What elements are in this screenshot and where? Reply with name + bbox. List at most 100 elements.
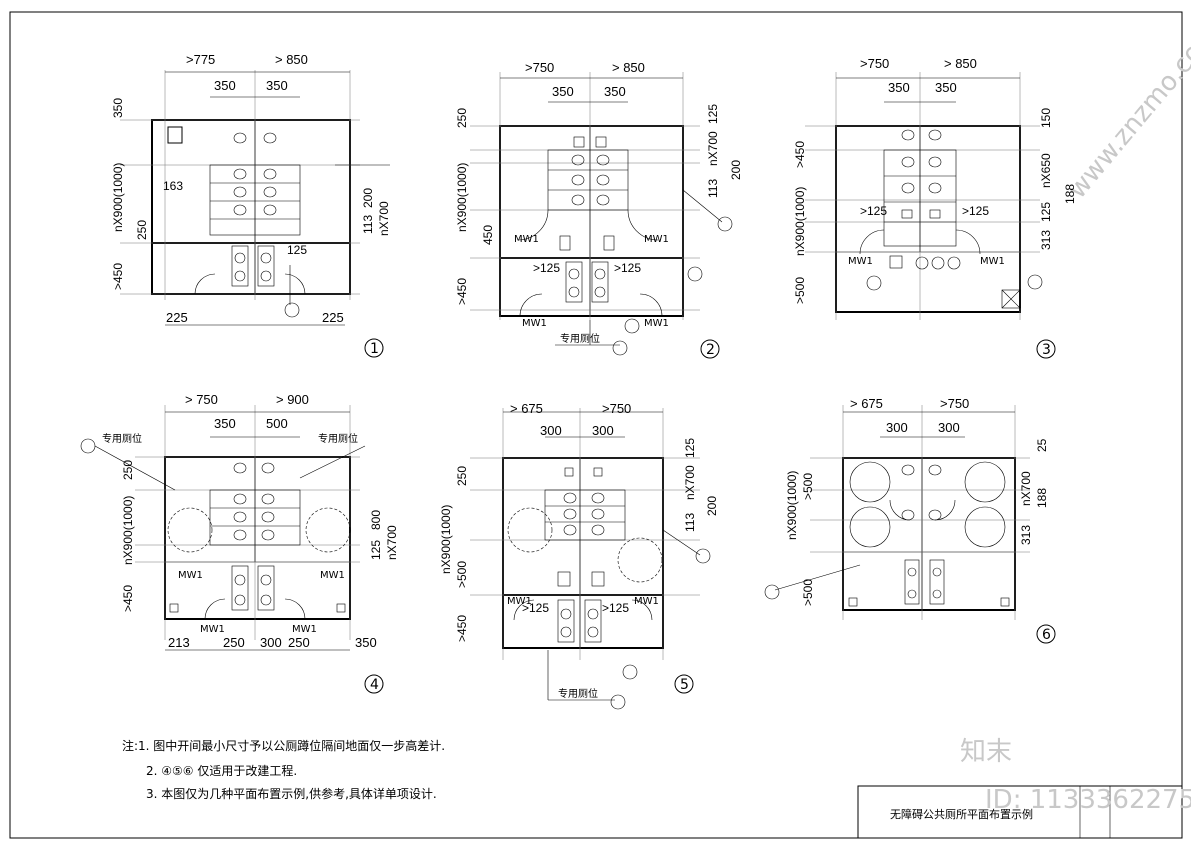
p5-right-dim-4: 200: [705, 496, 719, 516]
p5-right-dim-3: 113: [683, 513, 697, 532]
p6-top-dim-2: >750: [940, 396, 969, 411]
p3-top-dim-2: > 850: [944, 56, 977, 71]
p2-right-dim-2: nX700: [706, 131, 720, 166]
note-1: 注:1. 图中开间最小尺寸予以公厕蹲位隔间地面仅一步高差计.: [122, 738, 445, 753]
p4-label-accessible-stall-a: 专用厕位: [102, 432, 142, 445]
p1-top-dim-2: > 850: [275, 52, 308, 67]
p3-index: 3: [1042, 342, 1051, 358]
plan-6: [764, 405, 1030, 620]
sheet-border: [9, 11, 1183, 839]
p3-left-dim-2: >450: [793, 141, 807, 168]
p6-right-dim-4: 313: [1019, 525, 1033, 545]
p1-inner-dim-1: 163: [163, 179, 183, 193]
p5-right-dim-2: nX700: [683, 465, 697, 500]
p4-left-dim-2: nX900(1000): [121, 496, 135, 565]
p6-sub-dim-1: 300: [886, 420, 908, 435]
p4-top-dim-2: > 900: [276, 392, 309, 407]
p3-label-mw1-b: MW1: [980, 256, 1005, 267]
p1-right-dim-2: 113: [361, 215, 375, 234]
p5-left-dim-2: nX900(1000): [439, 505, 453, 574]
p6-left-dim-3: >500: [801, 579, 815, 606]
p4-right-dim-3: nX700: [385, 525, 399, 560]
p2-left-dim-1: 250: [455, 108, 469, 128]
p5-index: 5: [680, 677, 689, 693]
p2-label-accessible-stall: 专用厕位: [560, 332, 600, 345]
watermark-site: www.znzmo.com: [1062, 18, 1191, 204]
p1-left-dim-4: >450: [111, 263, 125, 290]
p3-inner-dim-2: >125: [962, 204, 989, 218]
p4-right-dim-1: 800: [369, 510, 383, 530]
watermark-id: ID: 1133362275: [985, 785, 1191, 815]
p3-right-dim-5: 313: [1039, 230, 1053, 250]
plan-3: [805, 72, 1043, 320]
p1-left-dim-1: 350: [111, 98, 125, 118]
p1-left-dim-2: nX900(1000): [111, 163, 125, 232]
p2-label-mw1-b: MW1: [644, 234, 669, 245]
p4-label-accessible-stall-b: 专用厕位: [318, 432, 358, 445]
p4-top-dim-1: > 750: [185, 392, 218, 407]
p1-top-dim-1: >775: [186, 52, 215, 67]
p5-top-dim-1: > 675: [510, 401, 543, 416]
p4-left-dim-3: >450: [121, 585, 135, 612]
p5-label-mw1-b: MW1: [634, 596, 659, 607]
p2-top-dim-1: >750: [525, 60, 554, 75]
p1-inner-dim-2: 125: [287, 243, 307, 257]
p6-sub-dim-2: 300: [938, 420, 960, 435]
p4-bottom-dim-2: 250: [223, 635, 245, 650]
p5-left-dim-3: >500: [455, 561, 469, 588]
p4-bottom-dim-3: 300: [260, 635, 282, 650]
p2-label-mw1-a: MW1: [514, 234, 539, 245]
p1-index: 1: [370, 341, 379, 357]
p3-right-dim-1: 150: [1039, 108, 1053, 128]
p2-right-dim-3: 113: [706, 179, 720, 198]
p5-left-dim-1: 250: [455, 466, 469, 486]
plan-5: [470, 408, 711, 710]
p2-index: 2: [706, 342, 715, 358]
p3-right-dim-4: 188: [1063, 184, 1077, 204]
note-3: 3. 本图仅为几种平面布置示例,供参考,具体详单项设计.: [146, 786, 437, 801]
p2-label-mw1-d: MW1: [644, 318, 669, 329]
p4-label-mw1-a: MW1: [178, 570, 203, 581]
p5-left-dim-4: >450: [455, 615, 469, 642]
p6-left-dim-2: >500: [801, 473, 815, 500]
p5-label-accessible-stall: 专用厕位: [558, 687, 598, 700]
p3-top-dim-1: >750: [860, 56, 889, 71]
p6-index: 6: [1042, 627, 1051, 643]
p4-index: 4: [370, 677, 379, 693]
p2-left-dim-3: 450: [481, 225, 495, 245]
p1-sub-dim-1: 350: [214, 78, 236, 93]
p1-left-dim-3: 250: [135, 220, 149, 240]
p3-sub-dim-1: 350: [888, 80, 910, 95]
plan-1: [120, 70, 390, 326]
p3-left-dim-1: nX900(1000): [793, 187, 807, 256]
p6-top-dim-1: > 675: [850, 396, 883, 411]
p5-label-mw1-a: MW1: [507, 596, 532, 607]
p3-right-dim-3: 125: [1039, 202, 1053, 222]
p6-right-dim-3: 188: [1035, 488, 1049, 508]
p5-sub-dim-1: 300: [540, 423, 562, 438]
p2-label-mw1-c: MW1: [522, 318, 547, 329]
p1-right-dim-3: nX700: [377, 201, 391, 236]
p6-left-dim-1: nX900(1000): [785, 471, 799, 540]
p4-left-dim-1: 250: [121, 460, 135, 480]
p1-bottom-dim-1: 225: [166, 310, 188, 325]
plan-4: [80, 405, 366, 651]
p6-right-dim-1: 25: [1035, 438, 1049, 452]
p2-sub-dim-1: 350: [552, 84, 574, 99]
p4-sub-dim-1: 350: [214, 416, 236, 431]
p4-right-dim-2: 125: [369, 540, 383, 560]
plan-2: [470, 72, 733, 356]
p5-right-dim-1: 125: [683, 438, 697, 458]
watermark-brand: 知末: [960, 737, 1012, 767]
p2-right-dim-4: 200: [729, 160, 743, 180]
p5-inner-dim-2: >125: [602, 601, 629, 615]
p4-bottom-dim-4: 250: [288, 635, 310, 650]
p2-inner-dim-2: >125: [614, 261, 641, 275]
p1-sub-dim-2: 350: [266, 78, 288, 93]
p4-label-mw1-d: MW1: [292, 624, 317, 635]
drawing-title: 无障碍公共厕所平面布置示例: [890, 807, 1033, 821]
p5-inner-dim-1: >125: [522, 601, 549, 615]
p5-top-dim-2: >750: [602, 401, 631, 416]
